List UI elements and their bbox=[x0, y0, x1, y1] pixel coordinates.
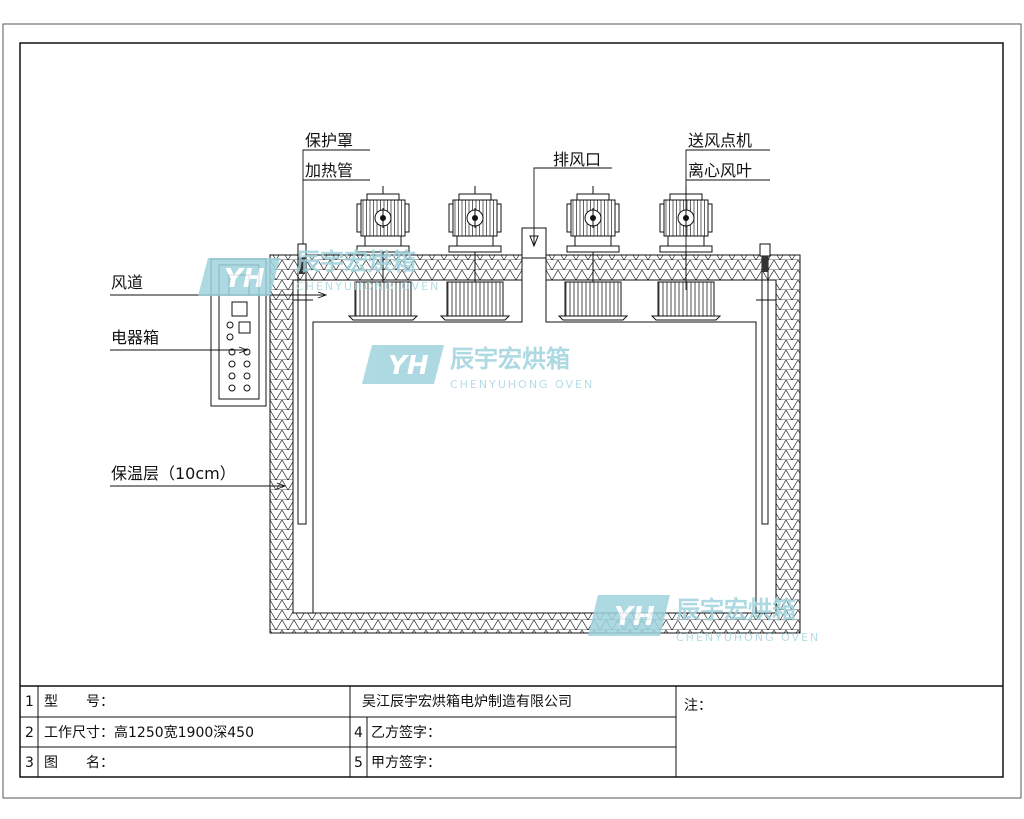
watermark-logo: YH bbox=[614, 602, 655, 632]
fan-motor-3 bbox=[558, 185, 628, 321]
watermark-cn: 辰宇宏烘箱 bbox=[296, 248, 416, 276]
row-5-label: 甲方签字： bbox=[371, 754, 441, 771]
title-block: 1 型 号： 吴江辰宇宏烘箱电炉制造有限公司 2 工作尺寸：高1250宽1900… bbox=[20, 685, 1003, 777]
fan-motor-2 bbox=[440, 185, 510, 321]
watermark-logo: YH bbox=[388, 351, 429, 381]
exhaust-port bbox=[521, 227, 547, 259]
watermark-en: CHENYUHONG OVEN bbox=[450, 378, 594, 391]
watermark-en: CHENYUHONG OVEN bbox=[676, 631, 820, 644]
label-insulation: 保温层（10cm） bbox=[111, 464, 236, 483]
row-1-label: 型 号： bbox=[44, 694, 114, 710]
note-label: 注： bbox=[684, 698, 712, 714]
label-heater: 加热管 bbox=[305, 161, 353, 180]
label-impeller: 离心风叶 bbox=[688, 161, 752, 180]
watermark-cn: 辰宇宏烘箱 bbox=[676, 596, 796, 624]
row-3-num: 3 bbox=[25, 755, 34, 771]
heater-tube-right bbox=[759, 243, 771, 525]
row-2-num: 2 bbox=[25, 725, 34, 741]
label-guard: 保护罩 bbox=[305, 131, 353, 150]
watermark-logo: YH bbox=[224, 264, 265, 294]
watermark-3: YH 辰宇宏烘箱 CHENYUHONG OVEN bbox=[588, 595, 820, 644]
row-4-num: 4 bbox=[354, 725, 363, 741]
label-exhaust: 排风口 bbox=[553, 150, 601, 169]
row-3-label: 图 名： bbox=[44, 755, 114, 771]
heater-tube-left bbox=[297, 243, 307, 525]
label-fan-motor: 送风点机 bbox=[688, 131, 752, 150]
row-1-num: 1 bbox=[25, 694, 34, 710]
outer-border bbox=[2, 23, 1022, 799]
label-duct: 风道 bbox=[111, 273, 143, 292]
watermark-2: YH 辰宇宏烘箱 CHENYUHONG OVEN bbox=[362, 345, 594, 391]
watermark-1: YH 辰宇宏烘箱 CHENYUHONG OVEN bbox=[198, 248, 440, 296]
label-electrical-box: 电器箱 bbox=[111, 328, 159, 347]
row-5-num: 5 bbox=[354, 755, 363, 771]
watermark-en: CHENYUHONG OVEN bbox=[296, 280, 440, 293]
company-name: 吴江辰宇宏烘箱电炉制造有限公司 bbox=[362, 694, 572, 710]
row-2-label: 工作尺寸：高1250宽1900深450 bbox=[44, 724, 254, 741]
oven-body bbox=[269, 254, 801, 634]
inner-border bbox=[19, 42, 1004, 778]
row-4-label: 乙方签字： bbox=[371, 724, 441, 741]
watermark-cn: 辰宇宏烘箱 bbox=[450, 345, 570, 373]
